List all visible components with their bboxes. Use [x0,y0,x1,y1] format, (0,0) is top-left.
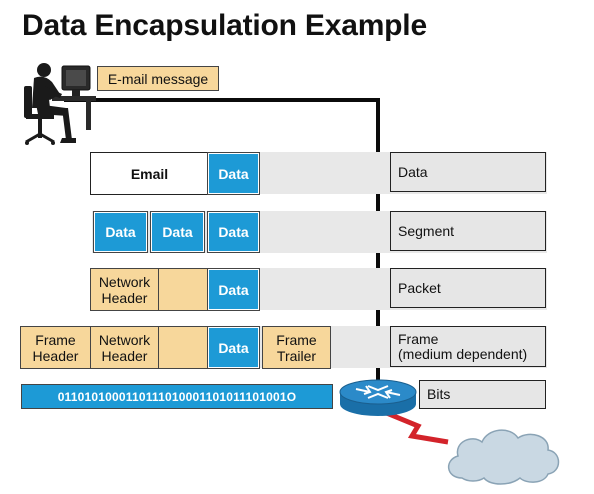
user-at-computer-icon [24,63,96,145]
frame-padding [158,326,209,369]
frame-trailer: Frame Trailer [262,326,331,369]
bits-stream: 0110101000110111010001101011101001O [21,384,333,409]
data-box-segment-1: Data [93,211,148,253]
network-header-packet: Network Header [90,268,159,311]
layer-label-bits: Bits [419,380,546,409]
layer-label-frame: Frame (medium dependent) [390,326,546,367]
network-header-frame: Network Header [90,326,159,369]
network-cloud-icon [448,429,560,485]
diagram-title: Data Encapsulation Example [22,9,427,42]
frame-header: Frame Header [20,326,91,369]
email-box: Email [90,152,209,195]
data-box-frame: Data [207,326,260,369]
connector-horizontal [64,98,380,102]
data-box-email: Data [207,152,260,195]
data-box-segment-2: Data [150,211,205,253]
layer-label-packet: Packet [390,268,546,308]
packet-padding [158,268,209,311]
serial-link-icon [383,409,449,445]
layer-label-data: Data [390,152,546,192]
router-icon [339,379,417,416]
layer-label-segment: Segment [390,211,546,251]
data-box-packet: Data [207,268,260,311]
email-message-label: E-mail message [97,66,219,91]
data-box-segment-3: Data [207,211,260,253]
